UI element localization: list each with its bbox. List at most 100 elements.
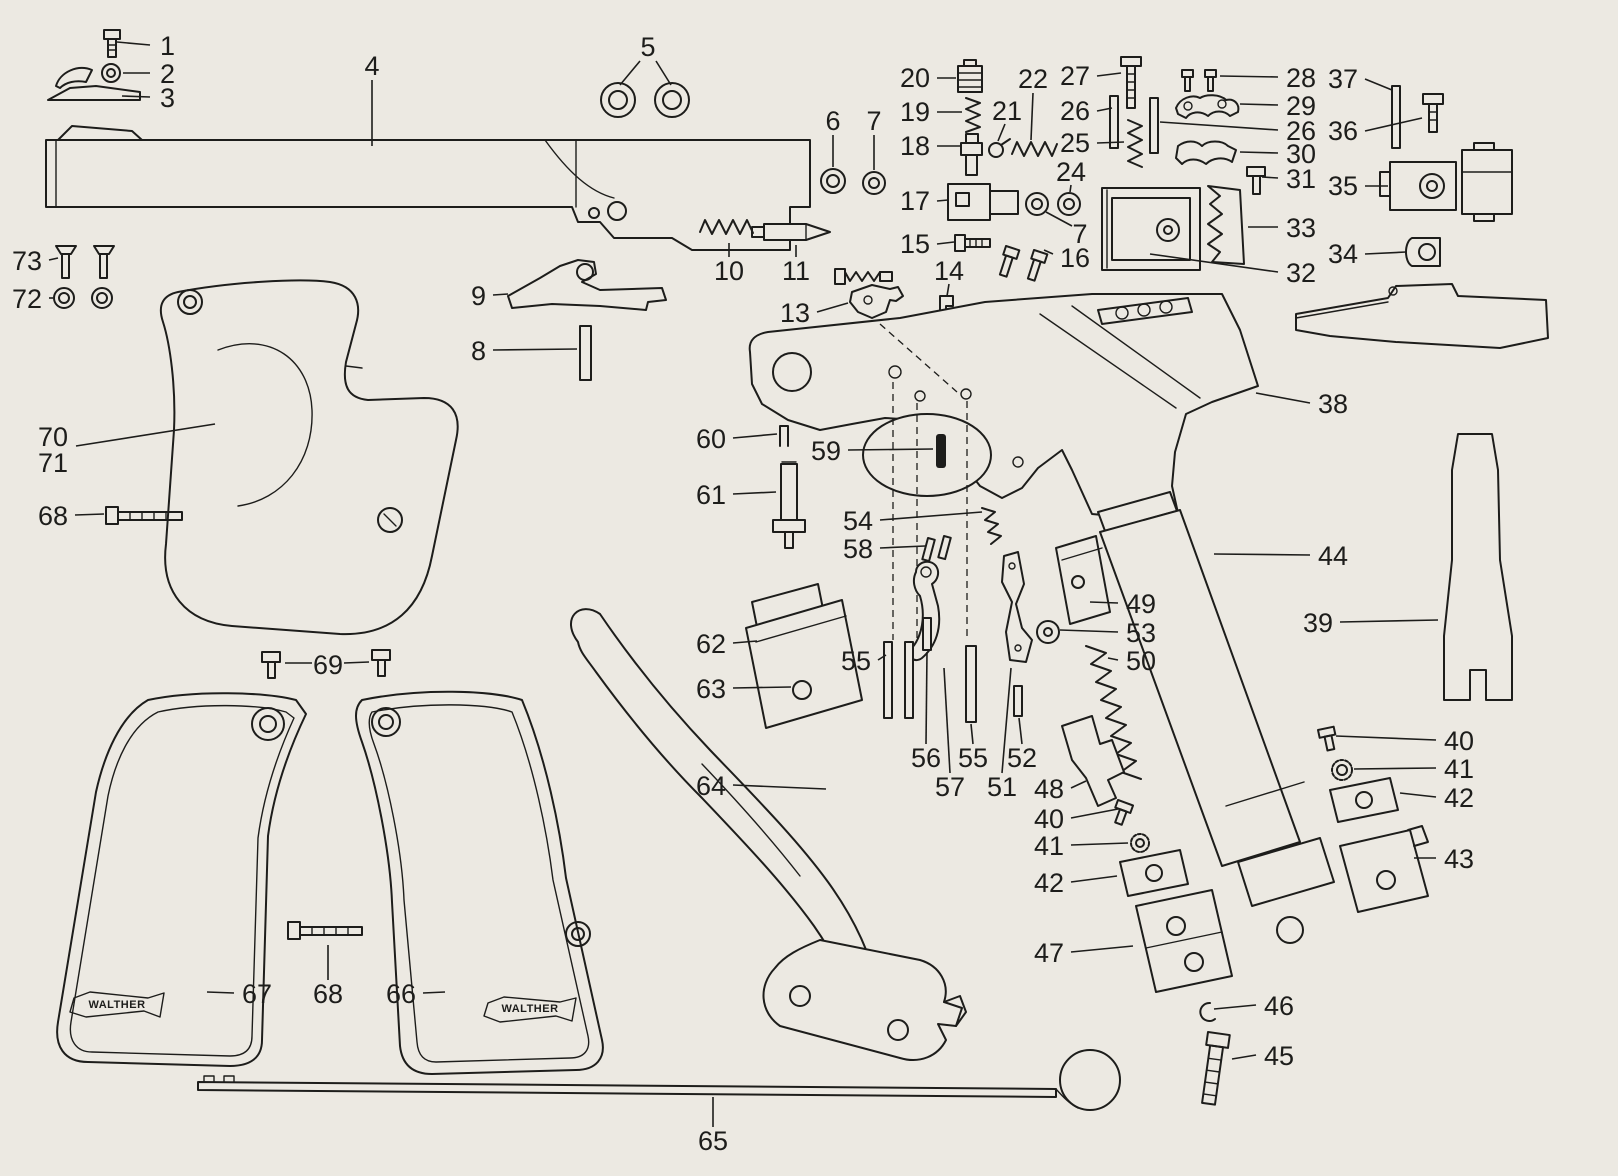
leader-line-39: [1339, 619, 1439, 623]
part-number-68: 68: [38, 501, 68, 531]
leader-line-3: [121, 95, 151, 98]
part-number-9: 9: [471, 281, 486, 311]
leader-line-53: [1059, 629, 1119, 633]
leader-line-42: [1399, 792, 1437, 798]
part-block-42-right: [1329, 777, 1399, 823]
part-number-32: 32: [1286, 258, 1316, 288]
part-pin-26-left: [1109, 95, 1119, 149]
part-number-42: 42: [1444, 783, 1474, 813]
leader-line-27: [1096, 72, 1122, 77]
part-pin-59: [936, 434, 946, 468]
part-block-42-left: [1119, 849, 1189, 897]
part-number-42: 42: [1034, 868, 1064, 898]
part-hammer-group-13: [834, 268, 904, 319]
leader-line-50: [1107, 657, 1119, 661]
part-number-13: 13: [780, 298, 810, 328]
part-number-55: 55: [841, 646, 871, 676]
part-number-31: 31: [1286, 164, 1316, 194]
part-number-18: 18: [900, 131, 930, 161]
part-number-55: 55: [958, 743, 988, 773]
part-pin-26-right: [1149, 97, 1159, 154]
part-number-35: 35: [1328, 171, 1358, 201]
part-number-66: 66: [386, 979, 416, 1009]
part-number-45: 45: [1264, 1041, 1294, 1071]
leader-line-70: [75, 423, 216, 447]
part-cylinder-44: [1097, 491, 1335, 944]
leader-line-73: [48, 257, 59, 261]
leader-line-21: [997, 123, 1006, 142]
leader-line-22: [1030, 92, 1034, 141]
part-number-63: 63: [696, 674, 726, 704]
leader-line-38: [1255, 392, 1311, 404]
part-pin-37: [1391, 85, 1401, 149]
part-number-20: 20: [900, 63, 930, 93]
part-bolt-48: [1061, 715, 1125, 807]
leader-line-58: [879, 545, 926, 549]
part-number-4: 4: [364, 51, 379, 81]
leader-line-48: [1070, 780, 1087, 789]
part-number-1: 1: [160, 31, 175, 61]
part-knurled-nut-41-right: [1331, 759, 1353, 781]
part-plunger-61: [772, 461, 806, 549]
part-screw-36: [1422, 93, 1444, 133]
part-number-19: 19: [900, 97, 930, 127]
part-number-15: 15: [900, 229, 930, 259]
brand-banner-text-right: WALTHER: [501, 1003, 558, 1015]
part-grip-screw-68-left: [105, 506, 183, 525]
part-front-sight-ring: [101, 63, 121, 83]
part-sear-bar-51: [1001, 551, 1033, 663]
part-number-28: 28: [1286, 63, 1316, 93]
part-number-34: 34: [1328, 239, 1358, 269]
part-number-26: 26: [1286, 116, 1316, 146]
part-guide-block-49: [1055, 535, 1111, 625]
part-screws-73: [55, 245, 115, 279]
leader-line-63: [732, 686, 792, 689]
part-washer-53: [1036, 620, 1060, 644]
part-spring-22: [1011, 141, 1058, 157]
part-match-grip-70-71: [159, 279, 459, 636]
leader-line-67: [206, 991, 235, 994]
leader-line-42: [1070, 875, 1118, 883]
leader-line-56: [925, 651, 928, 745]
part-number-57: 57: [935, 772, 965, 802]
part-number-27: 27: [1060, 61, 1090, 91]
part-grip-screws-69: [261, 649, 391, 679]
part-pins-55-56-52: [883, 617, 1023, 723]
leader-line-37: [1364, 78, 1393, 91]
leader-line-5: [619, 60, 641, 86]
part-number-24: 24: [1056, 157, 1086, 187]
leader-line-40: [1070, 808, 1119, 819]
part-number-26: 26: [1060, 96, 1090, 126]
leader-line-49: [1089, 601, 1119, 604]
part-screw-31: [1246, 166, 1266, 195]
part-screw-40-right: [1317, 725, 1337, 752]
part-cocking-lever-64: [570, 608, 967, 1061]
part-pins-58: [921, 535, 952, 563]
part-number-53: 53: [1126, 618, 1156, 648]
leader-line-8: [492, 348, 578, 351]
part-breech-block-62-63: [745, 583, 863, 729]
part-number-50: 50: [1126, 646, 1156, 676]
part-clip-34: [1405, 237, 1441, 267]
part-number-25: 25: [1060, 128, 1090, 158]
leader-line-61: [732, 491, 777, 495]
leader-line-29: [1239, 103, 1279, 106]
part-screws-16: [998, 245, 1049, 282]
part-number-64: 64: [696, 771, 726, 801]
part-rear-sight-housing-32: [1101, 187, 1201, 271]
leader-line-24: [1069, 184, 1072, 193]
part-number-46: 46: [1264, 991, 1294, 1021]
part-screws-28: [1181, 69, 1217, 92]
part-number-17: 17: [900, 186, 930, 216]
part-knurled-plug-20: [957, 59, 983, 93]
part-number-2: 2: [160, 59, 175, 89]
part-number-30: 30: [1286, 139, 1316, 169]
leader-line-57: [943, 667, 951, 774]
part-number-39: 39: [1303, 608, 1333, 638]
part-weight-block-47: [1135, 889, 1233, 993]
leader-line-16: [1043, 249, 1054, 255]
part-wedge-39: [1443, 433, 1513, 701]
leader-line-41: [1070, 842, 1129, 846]
part-sight-leaf-33: [1207, 185, 1245, 265]
